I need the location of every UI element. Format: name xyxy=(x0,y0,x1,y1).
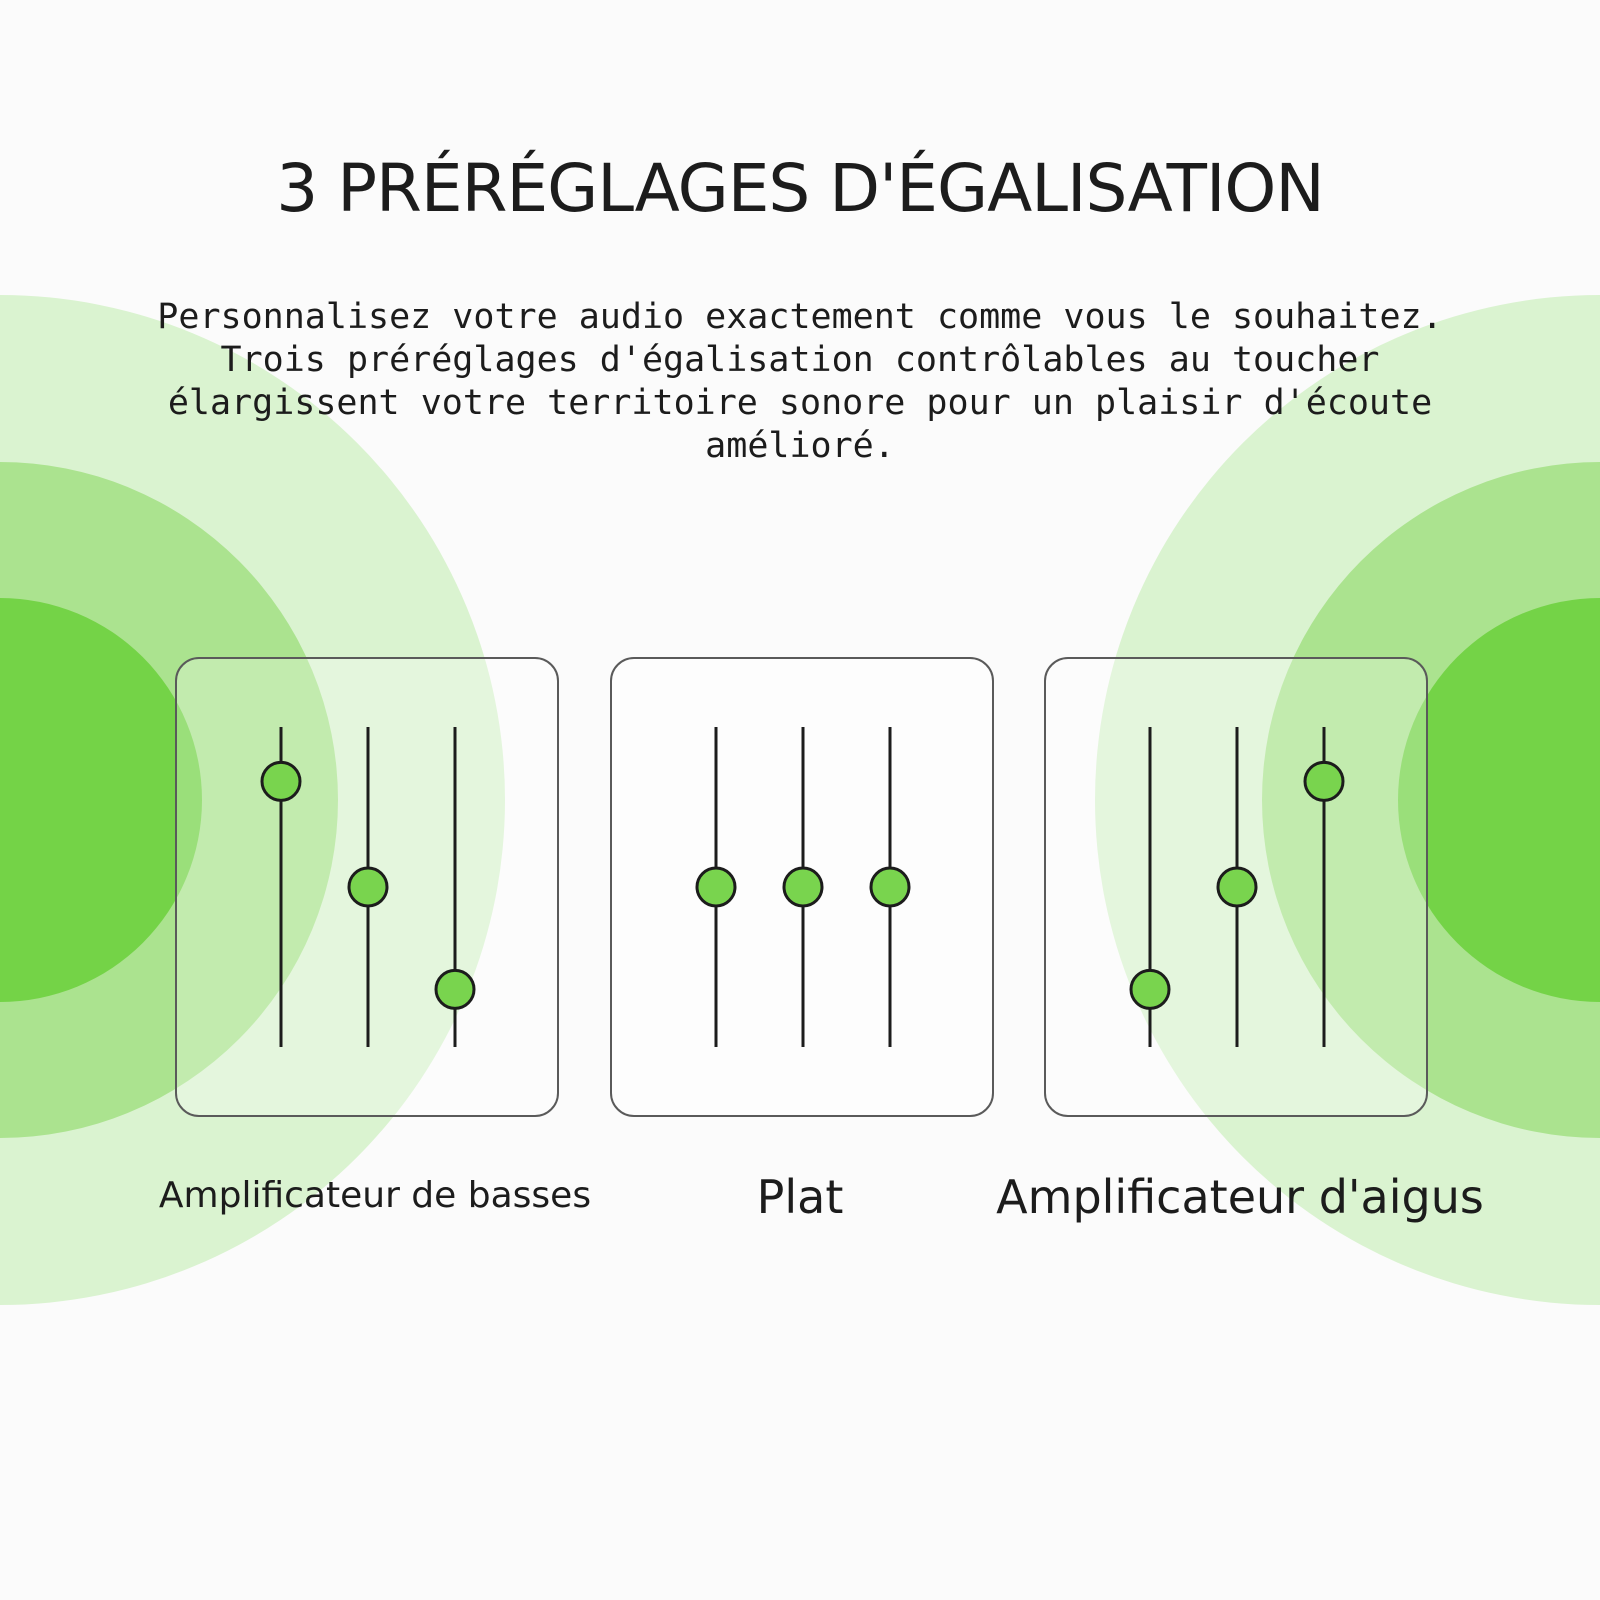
slider-knob xyxy=(695,866,737,908)
equalizer-icon xyxy=(695,727,911,1047)
preset-card-treble[interactable] xyxy=(1044,657,1428,1117)
description-line: Personnalisez votre audio exactement com… xyxy=(157,297,1443,337)
left-circle-group xyxy=(0,295,505,1305)
description-line: amélioré. xyxy=(705,426,895,466)
equalizer-icon xyxy=(1129,727,1345,1047)
slider-knob xyxy=(434,968,476,1010)
preset-label-treble: Amplificateur d'aigus xyxy=(996,1170,1484,1224)
slider-knob xyxy=(1303,760,1345,802)
preset-label-bass: Amplificateur de basses xyxy=(158,1175,592,1216)
slider-knob xyxy=(782,866,824,908)
description-line: Trois préréglages d'égalisation contrôla… xyxy=(220,340,1380,380)
slider-knob xyxy=(260,760,302,802)
description: Personnalisez votre audio exactement com… xyxy=(90,296,1510,468)
preset-card-bass[interactable] xyxy=(175,657,559,1117)
preset-label-flat: Plat xyxy=(756,1170,844,1224)
slider-knob xyxy=(1129,968,1171,1010)
page-title: 3 PRÉRÉGLAGES D'ÉGALISATION xyxy=(276,150,1324,227)
right-circle-group xyxy=(1095,295,1600,1305)
slider-knob xyxy=(1216,866,1258,908)
equalizer-icon xyxy=(260,727,476,1047)
preset-card-flat[interactable] xyxy=(610,657,994,1117)
slider-knob xyxy=(869,866,911,908)
slider-knob xyxy=(347,866,389,908)
description-line: élargissent votre territoire sonore pour… xyxy=(167,383,1433,423)
